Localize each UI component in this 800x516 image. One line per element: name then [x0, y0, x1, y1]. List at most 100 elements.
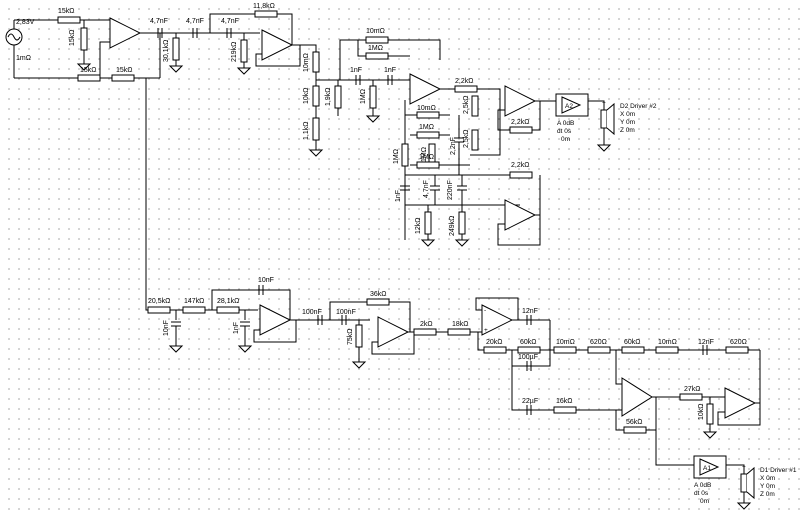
resistor-label: 620Ω — [730, 339, 747, 346]
resistor-label: 2,5kΩ — [463, 130, 470, 148]
capacitor-label: 2,2nF — [450, 137, 457, 155]
resistor — [365, 52, 389, 60]
capacitor-label: 100nF — [302, 309, 322, 316]
driver2-x: X 0m — [620, 111, 635, 118]
capacitor — [317, 315, 323, 325]
resistor — [725, 346, 749, 354]
resistor-label: 10mΩ — [303, 53, 310, 72]
source-impedance-label: 1mΩ — [16, 55, 31, 62]
resistor-label: 12kΩ — [415, 217, 422, 234]
resistor-label: 2kΩ — [420, 321, 433, 328]
resistor-label: 10kΩ — [698, 403, 705, 420]
capacitor — [526, 315, 532, 325]
resistor — [401, 143, 409, 167]
amp-delay-unit: 0m — [561, 136, 570, 143]
resistor — [454, 85, 478, 93]
resistor — [216, 306, 240, 314]
resistor — [312, 85, 320, 107]
opamp-plus: + — [484, 327, 488, 334]
resistor — [80, 27, 88, 51]
capacitor-label: 4,7nF — [221, 18, 239, 25]
resistor — [312, 51, 320, 73]
resistor — [447, 328, 471, 336]
capacitor-label: 12nF — [522, 308, 538, 315]
source-voltage-label: 2,83V — [16, 19, 35, 26]
capacitor-label: 220nF — [447, 180, 454, 200]
driver2-z: Z 0m — [620, 127, 635, 134]
resistor — [471, 129, 479, 151]
resistor — [587, 346, 611, 354]
capacitor — [387, 75, 393, 85]
resistor-label: 2,2kΩ — [511, 119, 529, 126]
resistor-label: 1MΩ — [393, 149, 400, 164]
resistor-label: 1,1kΩ — [303, 122, 310, 140]
amp-gain: A 0dB — [694, 482, 711, 489]
resistor — [416, 161, 440, 169]
ground-symbol — [76, 60, 92, 71]
resistor-label: 249kΩ — [449, 216, 456, 236]
capacitor-label: 1nF — [233, 322, 240, 334]
polarity-plus: + — [742, 464, 746, 471]
resistor — [483, 346, 507, 354]
capacitor — [355, 75, 361, 85]
resistor — [621, 346, 645, 354]
driver1-y: Y 0m — [760, 483, 775, 490]
capacitor-label: 1nF — [350, 67, 362, 74]
amplifier-a2 — [555, 93, 589, 117]
resistor-label: 2,2kΩ — [455, 78, 473, 85]
amp-label: A1 — [703, 465, 711, 472]
capacitor — [226, 28, 232, 38]
amplifier-a1 — [693, 455, 727, 479]
resistor-label: 10mΩ — [556, 339, 575, 346]
resistor — [509, 126, 533, 134]
capacitor — [400, 185, 410, 191]
op-amp — [259, 304, 292, 336]
resistor — [240, 39, 248, 63]
resistor — [334, 85, 342, 109]
resistor — [509, 171, 533, 179]
resistor — [458, 211, 466, 235]
resistor-label: 1MΩ — [419, 124, 434, 131]
resistor — [413, 328, 437, 336]
resistor-label: 30,1kΩ — [163, 40, 170, 62]
capacitor — [526, 405, 532, 415]
op-amp — [261, 29, 294, 61]
resistor — [77, 74, 101, 82]
resistor — [679, 393, 703, 401]
resistor — [254, 10, 278, 18]
resistor-label: 1MΩ — [421, 147, 428, 162]
op-amp — [621, 377, 653, 417]
resistor — [369, 85, 377, 109]
capacitor-label: 10nF — [258, 277, 274, 284]
driver2-y: Y 0m — [620, 119, 635, 126]
resistor-label: 56kΩ — [626, 419, 643, 426]
op-amp — [504, 85, 537, 117]
resistor — [416, 131, 440, 139]
capacitor — [526, 361, 532, 371]
resistor-label: 60kΩ — [520, 339, 537, 346]
resistor — [416, 111, 440, 119]
capacitor-label: 4,7nF — [150, 18, 168, 25]
resistor — [57, 16, 81, 24]
driver1-x: X 0m — [760, 475, 775, 482]
capacitor-label: 4,7nF — [186, 18, 204, 25]
resistor-label: 36kΩ — [370, 291, 387, 298]
resistor-label: 15kΩ — [69, 29, 76, 46]
op-amp — [724, 387, 757, 419]
resistor — [553, 406, 577, 414]
capacitor-label: 100µF — [518, 354, 538, 361]
amp-gain: A 0dB — [557, 120, 574, 127]
capacitor-label: 1nF — [395, 190, 402, 202]
resistor-label: 10kΩ — [303, 87, 310, 104]
resistor — [355, 324, 363, 348]
resistor-label: 15kΩ — [116, 67, 133, 74]
amp-delay-unit: 0m — [700, 498, 709, 505]
speaker-icon — [600, 102, 615, 136]
resistor-label: 11,8kΩ — [253, 3, 275, 10]
capacitor-label: 10nF — [163, 320, 170, 336]
resistor — [111, 74, 135, 82]
resistor-label: 1,9kΩ — [325, 88, 332, 106]
resistor — [172, 37, 180, 61]
